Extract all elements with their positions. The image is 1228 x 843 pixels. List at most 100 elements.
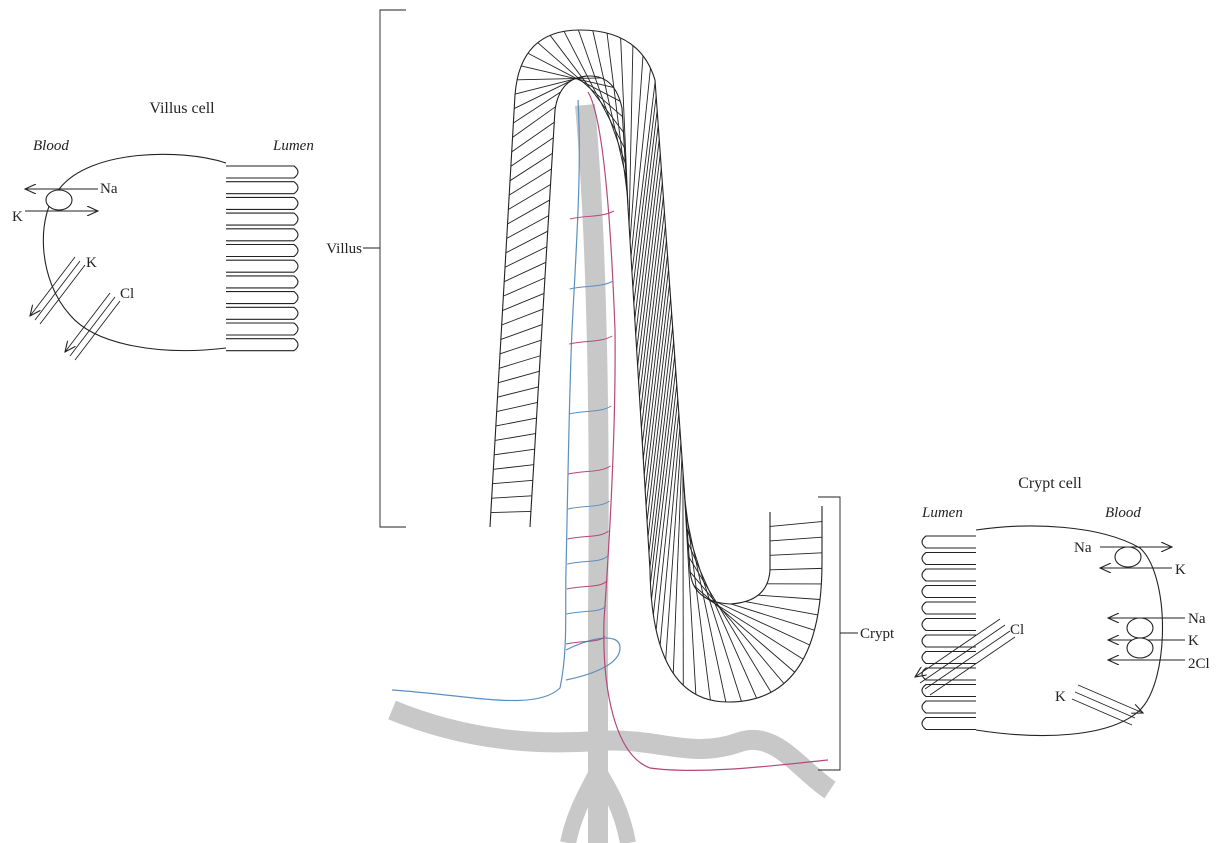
- microvillus: [226, 229, 298, 241]
- villus-microvilli: [226, 166, 298, 351]
- villus-crypt-structure: [392, 30, 830, 843]
- villus-pump-na-label: Na: [100, 181, 118, 197]
- cell-boundary: [503, 293, 544, 310]
- cell-boundary: [492, 496, 532, 498]
- microvillus: [226, 213, 298, 225]
- crypt-bracket: Crypt: [818, 497, 895, 770]
- cell-boundary: [503, 278, 545, 296]
- cell-boundary: [507, 216, 549, 239]
- cell-boundary: [660, 428, 680, 645]
- cell-boundary: [621, 38, 629, 210]
- cell-boundary: [500, 340, 541, 354]
- cell-boundary: [631, 68, 650, 257]
- villus-blood-label: Blood: [33, 138, 69, 154]
- venous-capillary: [392, 100, 579, 701]
- cell-boundary: [684, 485, 696, 694]
- cell-boundary: [770, 568, 822, 569]
- cell-boundary: [495, 434, 536, 441]
- cell-boundary: [494, 449, 534, 455]
- cell-boundary: [770, 537, 822, 541]
- crypt-label: Crypt: [860, 626, 895, 642]
- cell-boundary: [629, 46, 633, 226]
- cell-boundary: [666, 442, 681, 660]
- cell-boundary: [498, 387, 539, 397]
- crypt-cotransport-na-label: Na: [1188, 611, 1206, 627]
- crypt-cell-title: Crypt cell: [1018, 475, 1082, 492]
- cell-boundary: [513, 92, 560, 123]
- microvillus: [922, 668, 976, 680]
- cell-boundary: [510, 153, 552, 180]
- cell-boundary: [745, 602, 818, 615]
- villus-cell-membrane: [43, 154, 226, 350]
- crypt-k-channel-label: K: [1055, 689, 1066, 705]
- cell-boundary: [689, 558, 771, 693]
- cell-boundary: [499, 356, 540, 369]
- cell-boundary: [504, 262, 546, 281]
- crypt-pump-k-label: K: [1175, 562, 1186, 578]
- cell-boundary: [491, 511, 531, 512]
- cell-boundary: [493, 465, 533, 470]
- villus-bracket: Villus: [326, 10, 406, 527]
- microvillus: [226, 307, 298, 319]
- crypt-cl-channel-label: Cl: [1010, 622, 1024, 638]
- cell-boundary: [497, 402, 538, 411]
- cell-boundary: [508, 184, 550, 209]
- villus-cell: Villus cell Blood Lumen Na K K Cl: [12, 100, 314, 360]
- microvillus: [226, 182, 298, 194]
- cell-boundary: [690, 572, 784, 684]
- microvillus: [922, 569, 976, 581]
- cell-boundary: [496, 418, 537, 426]
- cell-boundary: [509, 169, 551, 195]
- cell-boundary: [770, 553, 822, 556]
- microvillus: [922, 536, 976, 548]
- microvillus: [226, 197, 298, 209]
- cell-boundary: [694, 586, 795, 672]
- villus-k-channel-label: K: [86, 255, 97, 271]
- crypt-lumen-label: Lumen: [921, 505, 963, 521]
- cell-boundary: [493, 480, 533, 483]
- crypt-cell: Crypt cell Lumen Blood Na K Na K 2Cl: [915, 475, 1210, 735]
- villus-cl-channel-label: Cl: [120, 286, 134, 302]
- microvillus: [922, 553, 976, 565]
- cell-boundary: [514, 81, 571, 109]
- microvillus: [226, 245, 298, 257]
- cell-boundary: [511, 138, 553, 166]
- villus-cell-title: Villus cell: [149, 100, 215, 117]
- microvillus: [226, 323, 298, 335]
- crypt-microvilli: [922, 536, 976, 730]
- cell-boundary: [731, 604, 814, 630]
- microvillus: [922, 718, 976, 730]
- cell-boundary: [498, 371, 539, 382]
- villus-pump-k-label: K: [12, 209, 23, 225]
- microvillus: [922, 602, 976, 614]
- cell-boundary: [685, 500, 710, 700]
- cell-boundary: [501, 325, 542, 340]
- cell-boundary: [512, 122, 555, 152]
- cell-boundary: [513, 107, 556, 138]
- microvillus: [226, 166, 298, 178]
- crypt-cotransport-cl-label: 2Cl: [1188, 656, 1210, 672]
- villus-outer-wall: [490, 30, 770, 604]
- arterial-capillary: [588, 92, 828, 770]
- microvillus: [226, 276, 298, 288]
- microvillus: [226, 292, 298, 304]
- villus-label: Villus: [326, 241, 362, 257]
- cell-boundary: [528, 53, 620, 101]
- crypt-blood-label: Blood: [1105, 505, 1141, 521]
- villus-lumen-label: Lumen: [272, 138, 314, 154]
- microvillus: [922, 701, 976, 713]
- crypt-cotransport-k-label: K: [1188, 633, 1199, 649]
- cell-boundary: [652, 385, 677, 600]
- microvillus: [226, 339, 298, 351]
- microvillus: [922, 619, 976, 631]
- cell-boundary: [688, 543, 757, 698]
- cell-boundary: [758, 595, 820, 599]
- cell-boundary: [508, 200, 550, 224]
- epithelial-cell-divisions: [491, 30, 822, 702]
- cell-boundary: [502, 309, 543, 325]
- cell-boundary: [770, 522, 822, 527]
- microvillus: [922, 586, 976, 598]
- microvillus: [226, 260, 298, 272]
- crypt-pump-na-label: Na: [1074, 540, 1092, 556]
